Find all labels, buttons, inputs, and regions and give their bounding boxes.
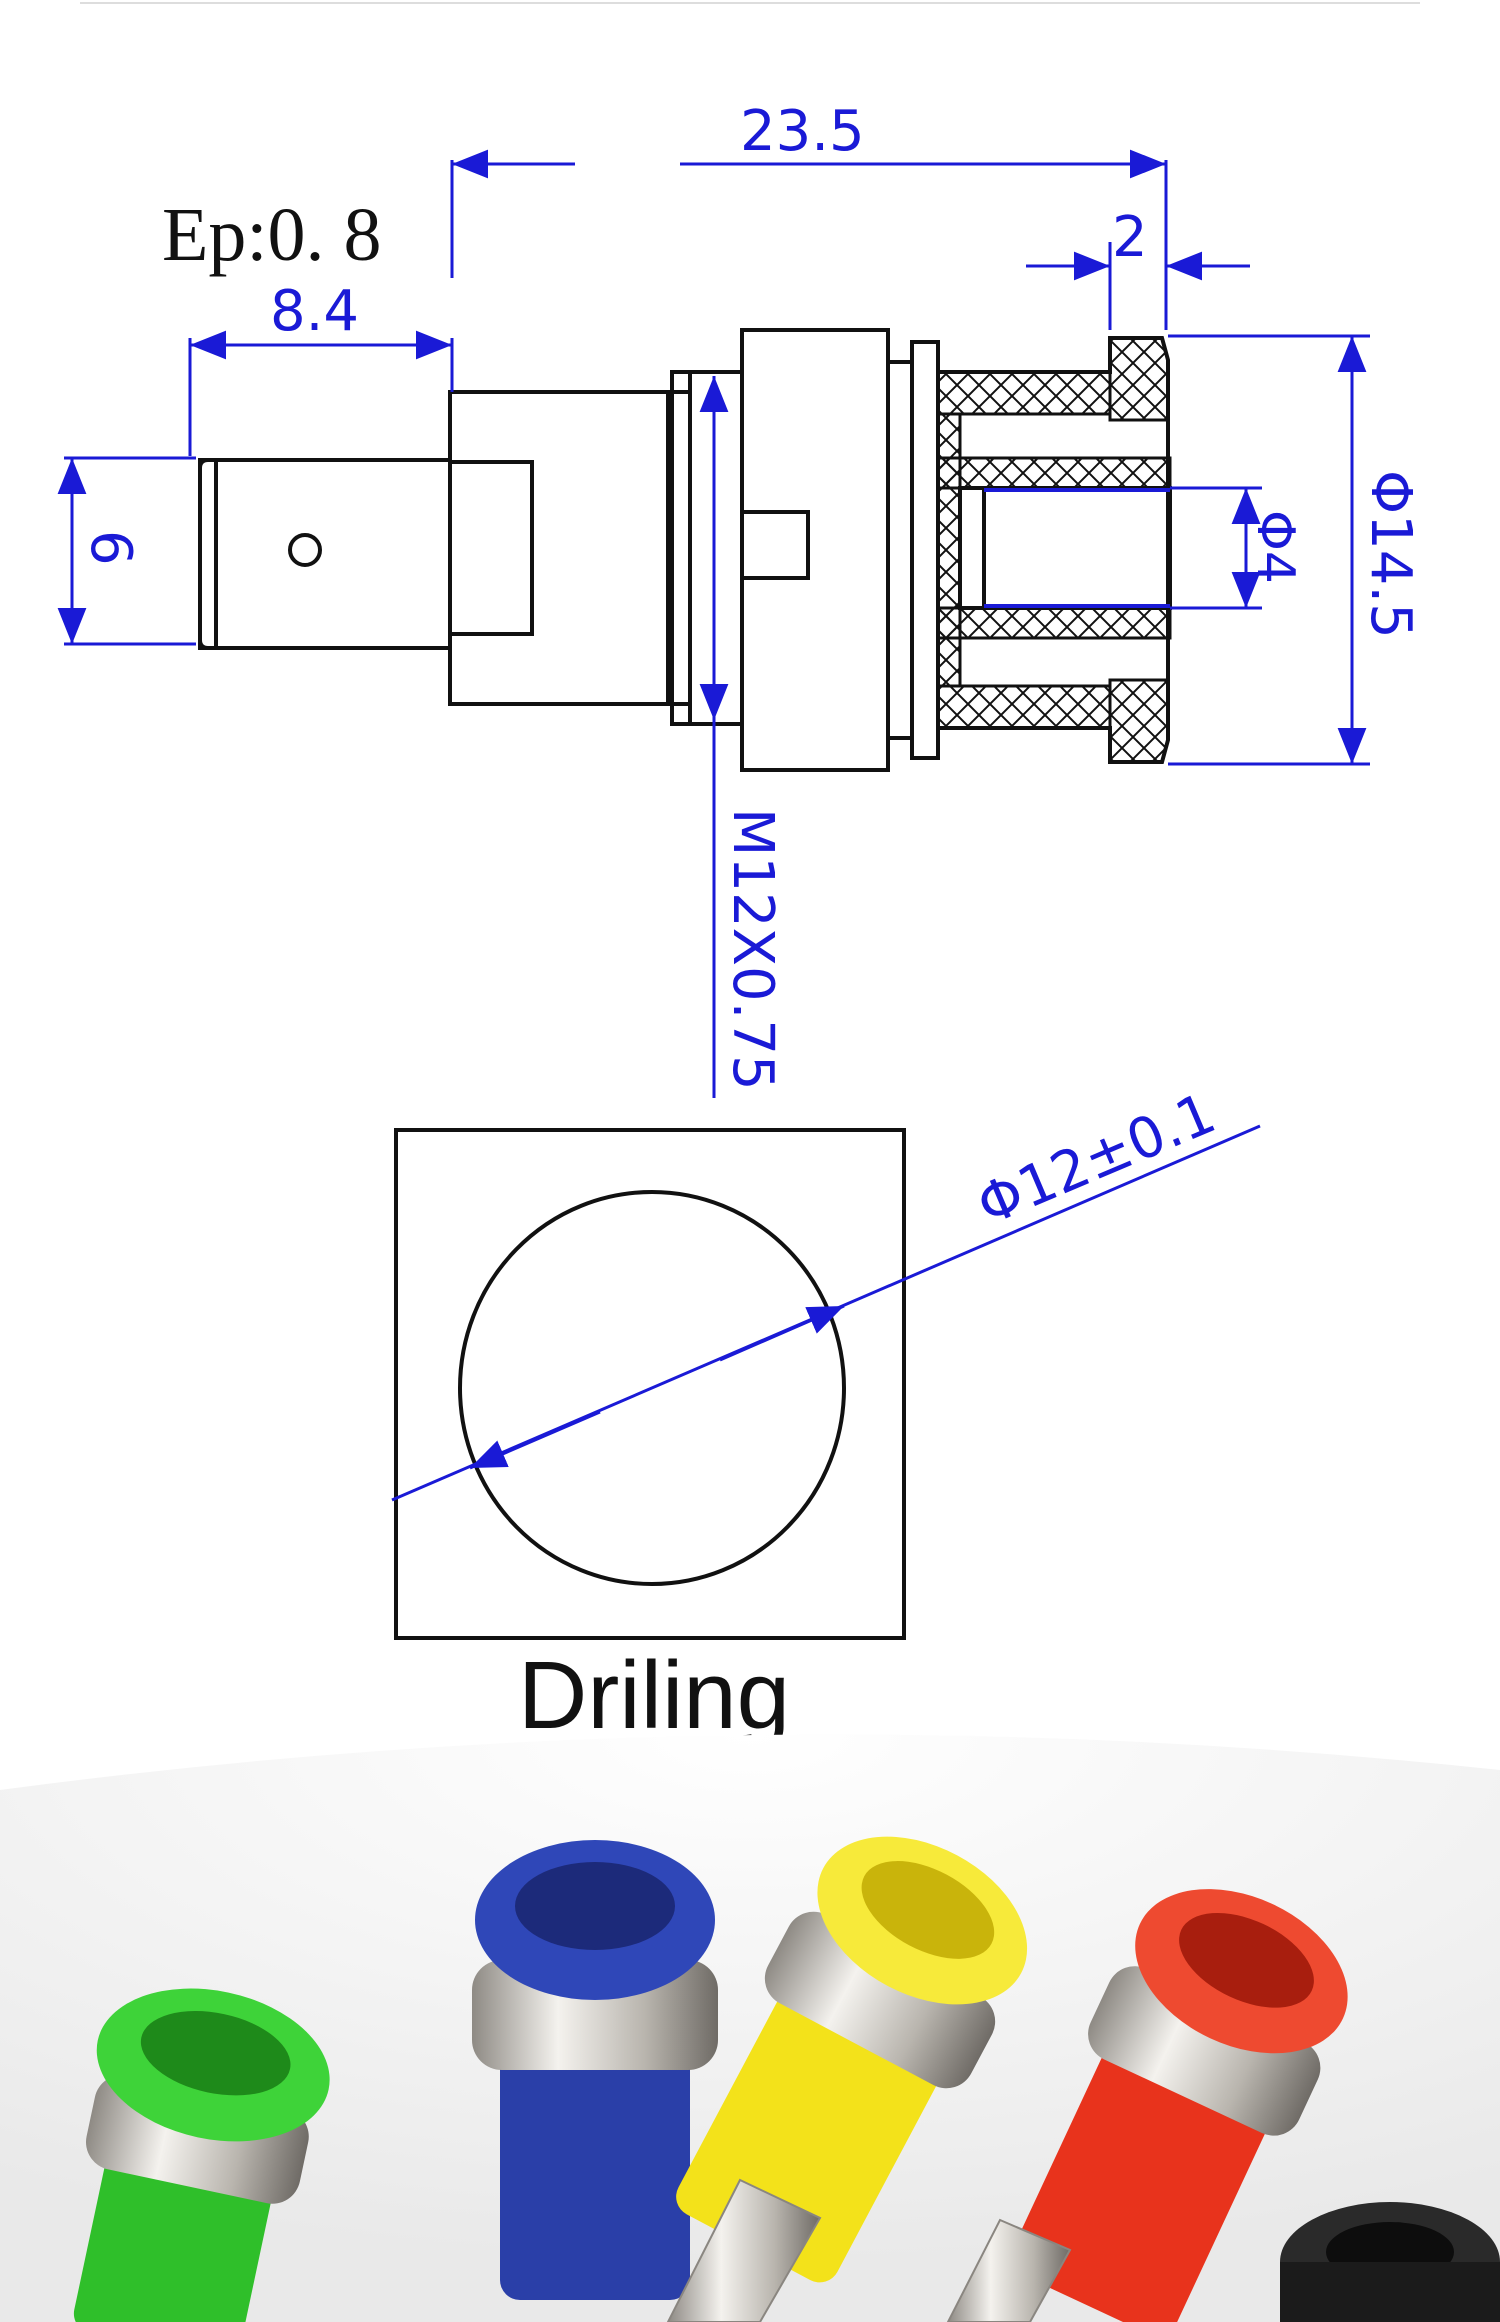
overall-length-label: 23.5: [740, 99, 865, 164]
contact-hole-label: Φ4: [1245, 510, 1305, 584]
insulator-hatch: [936, 336, 1172, 764]
tab-width-label: 6: [78, 530, 143, 566]
black-socket: [1280, 2202, 1500, 2322]
outer-diameter-label: Φ14.5: [1358, 470, 1423, 639]
tab-length-label: 8.4: [270, 279, 359, 344]
thickness-label: Ep:0. 8: [162, 193, 382, 277]
panel-square: [394, 1128, 906, 1640]
dimensions: [57, 149, 1370, 1098]
drill-hole-circle: [458, 1190, 846, 1586]
green-socket: [73, 1988, 330, 2322]
red-socket: [1010, 1889, 1348, 2322]
blue-socket: [472, 1840, 718, 2300]
drilling-caption: Driling: [518, 1642, 790, 1749]
thread-label: M12X0.75: [720, 808, 785, 1091]
flange-width-label: 2: [1112, 205, 1148, 270]
drilling-template: Φ12±0.1 Driling: [391, 1081, 1261, 1749]
product-photo: [0, 1734, 1500, 2322]
drill-diameter-label: Φ12±0.1: [968, 1081, 1225, 1239]
